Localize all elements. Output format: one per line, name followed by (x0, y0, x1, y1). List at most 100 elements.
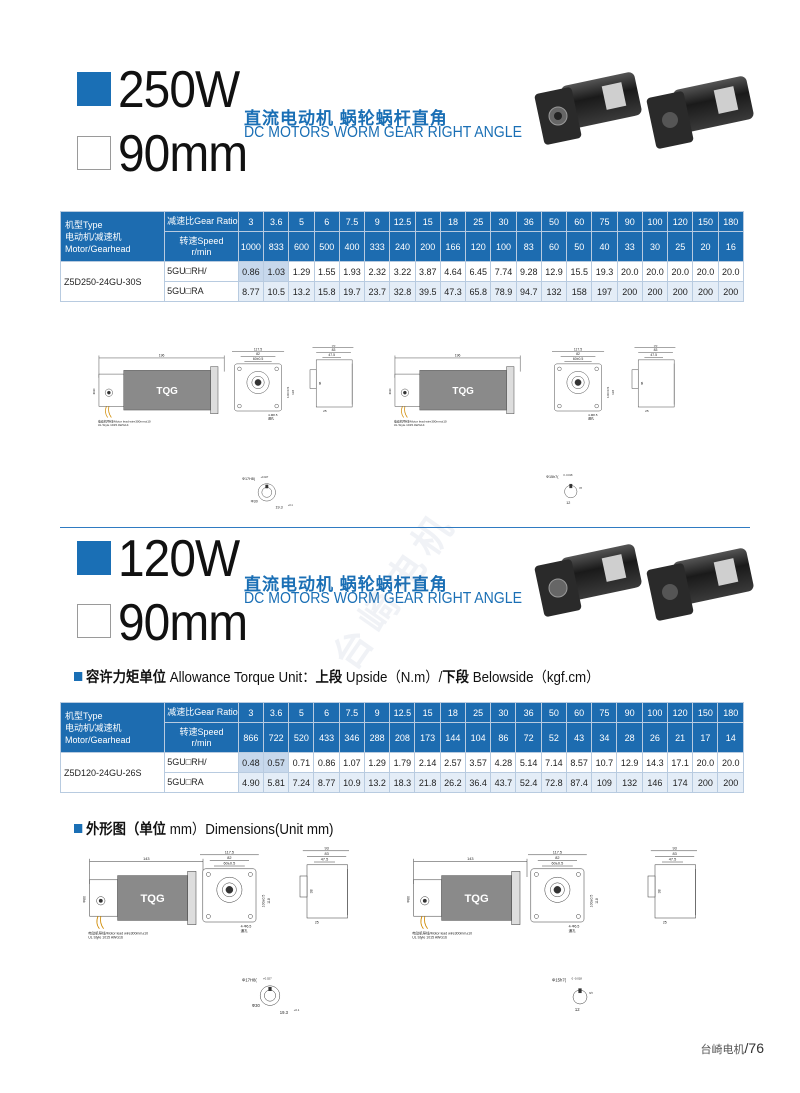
type-header-2: 机型Type 电动机/减速机 Motor/Gearhead (59, 702, 166, 753)
ratio-cell-19: 180 (717, 702, 744, 723)
ratio-cell-8: 18 (439, 702, 466, 723)
brand-logo: TQG (452, 386, 474, 397)
speed-cell-12: 60 (540, 231, 568, 262)
gearhead-ra: 5GU□RA (164, 281, 239, 302)
bullet-square (74, 672, 83, 681)
ratio-cell-0: 3 (237, 211, 265, 232)
ratio-cell-11: 36 (515, 211, 542, 232)
dim-length: 196 (159, 354, 165, 358)
speed-cell-0: 1000 (237, 231, 265, 262)
ratio-cell-5: 9 (364, 211, 391, 232)
torque-nm-cell-19: 20.0 (717, 261, 745, 282)
dim-47-5: 47.5 (650, 353, 657, 357)
shaft-key-w: 12 (566, 501, 570, 505)
ul-style-note: UL Style 1015 AWG16 (412, 936, 447, 940)
ratio-cell-10: 30 (490, 702, 517, 723)
dim-length: 143 (143, 857, 149, 861)
footer-page: /76 (744, 1040, 764, 1056)
speed-cell-17: 21 (666, 722, 694, 753)
torque-kgf-cell-10: 78.9 (490, 281, 517, 302)
dim-83: 83 (654, 348, 658, 352)
section-divider (60, 527, 750, 528)
torque-kgf-cell-17: 174 (666, 772, 694, 793)
ratio-cell-9: 25 (465, 211, 492, 232)
speed-cell-9: 104 (464, 722, 492, 753)
torque-kgf-cell-5: 13.2 (363, 772, 391, 793)
torque-kgf-cell-2: 7.24 (288, 772, 315, 793)
torque-nm-cell-15: 12.9 (616, 752, 643, 773)
shaft-solid-tol: 0 -0.018 (563, 474, 573, 477)
speed-header: 转速Speed r/min (164, 231, 239, 262)
speed-cell-19: 16 (717, 231, 745, 262)
speed-cell-19: 14 (717, 722, 744, 753)
torque-nm-cell-13: 15.5 (566, 261, 593, 282)
dim-82: 82 (227, 856, 231, 860)
torque-kgf-cell-6: 18.3 (389, 772, 416, 793)
ratio-cell-3: 6 (313, 702, 340, 723)
dim-93: 93 (672, 846, 676, 850)
shaft-key-h: 5 (589, 991, 594, 994)
torque-nm-cell-16: 20.0 (641, 261, 669, 282)
dim-82: 82 (555, 856, 559, 860)
shaft-key-h: 5 (579, 487, 583, 489)
dim-118: 118 (595, 898, 599, 904)
shaft-key-tol: +0.1 (294, 1008, 300, 1012)
torque-kgf-cell-12: 72.8 (540, 772, 567, 793)
speed-cell-17: 25 (667, 231, 694, 262)
dim-38: 38 (310, 889, 314, 893)
ratio-cell-1: 3.6 (263, 211, 290, 232)
dim-through: 通孔 (588, 416, 594, 421)
ratio-cell-12: 50 (540, 702, 567, 723)
torque-nm-cell-2: 0.71 (288, 752, 315, 773)
torque-kgf-cell-12: 132 (540, 281, 568, 302)
frame-size-90mm: 90mm (118, 125, 248, 183)
dim-25: 25 (663, 921, 667, 925)
ratio-cell-0: 3 (237, 702, 264, 723)
speed-cell-15: 28 (616, 722, 643, 753)
speed-cell-8: 166 (439, 231, 467, 262)
spec-table-120w: 机型Type 电动机/减速机 Motor/Gearhead 减速比Gear Ra… (59, 702, 744, 793)
torque-nm-cell-1: 0.57 (262, 752, 290, 773)
speed-cell-9: 120 (465, 231, 492, 262)
ratio-cell-13: 60 (565, 702, 593, 723)
ratio-cell-8: 18 (439, 211, 467, 232)
speed-cell-10: 86 (490, 722, 517, 753)
shaft-key: 19.3 (275, 505, 282, 509)
torque-nm-cell-19: 20.0 (717, 752, 744, 773)
torque-nm-cell-10: 4.28 (490, 752, 517, 773)
dim-93: 93 (332, 345, 336, 347)
torque-kgf-cell-13: 158 (566, 281, 593, 302)
dim-117: 117.5 (553, 850, 562, 854)
ratio-cell-2: 5 (288, 702, 315, 723)
dim-60: 60±0.5 (573, 357, 583, 361)
speed-cell-5: 333 (364, 231, 391, 262)
dim-38: 38 (658, 889, 662, 893)
torque-unit-heading: 容许力矩单位 Allowance Torque Unit：上段 Upside（N… (74, 666, 599, 687)
torque-nm-cell-7: 2.14 (414, 752, 441, 773)
ratio-cell-5: 9 (363, 702, 391, 723)
torque-kgf-cell-0: 4.90 (237, 772, 264, 793)
speed-cell-6: 240 (389, 231, 416, 262)
speed-cell-2: 520 (288, 722, 315, 753)
ratio-cell-1: 3.6 (262, 702, 290, 723)
torque-kgf-cell-16: 200 (641, 281, 669, 302)
shaft-solid-tol: 0 -0.018 (572, 977, 583, 981)
brand-logo: TQG (464, 893, 489, 905)
shaft-key: 19.3 (280, 1010, 289, 1015)
torque-kgf-cell-1: 10.5 (263, 281, 290, 302)
torque-kgf-cell-8: 47.3 (439, 281, 467, 302)
title-cn-2: 直流电动机 蜗轮蜗杆直角 (244, 575, 448, 594)
torque-nm-cell-14: 19.3 (591, 261, 618, 282)
power-square-filled-2 (77, 541, 111, 575)
ratio-cell-11: 36 (515, 702, 542, 723)
speed-cell-7: 173 (414, 722, 441, 753)
torque-kgf-cell-11: 94.7 (515, 281, 542, 302)
ul-style-note: UL Style 1015 AWG16 (88, 936, 123, 940)
torque-kgf-cell-9: 36.4 (464, 772, 492, 793)
